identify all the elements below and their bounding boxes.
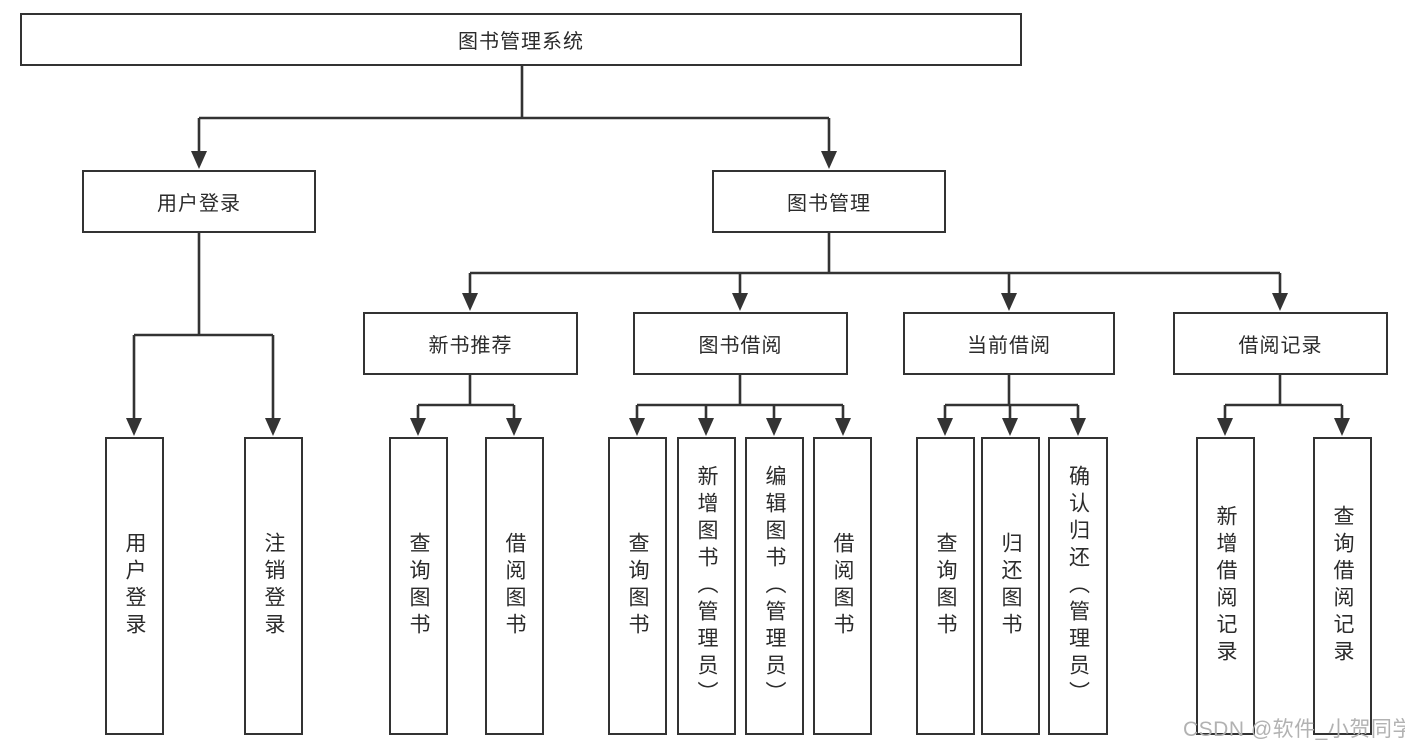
leaf-edit-books-admin: 编辑图书（管理员） <box>745 437 804 735</box>
leaf-add-borrow-record: 新增借阅记录 <box>1196 437 1255 735</box>
node-book-borrowing: 图书借阅 <box>633 312 848 375</box>
csdn-watermark: CSDN @软件_小贺同学 <box>1183 718 1405 741</box>
leaf-borrow-books-recommend: 借阅图书 <box>485 437 544 735</box>
node-current-borrowing: 当前借阅 <box>903 312 1115 375</box>
node-library-management-system: 图书管理系统 <box>20 13 1022 66</box>
leaf-search-books-current: 查询图书 <box>916 437 975 735</box>
leaf-add-books-admin: 新增图书（管理员） <box>677 437 736 735</box>
leaf-search-borrow-record: 查询借阅记录 <box>1313 437 1372 735</box>
node-user-login: 用户登录 <box>82 170 316 233</box>
leaf-search-books-recommend: 查询图书 <box>389 437 448 735</box>
node-borrowing-records: 借阅记录 <box>1173 312 1388 375</box>
node-new-book-recommendation: 新书推荐 <box>363 312 578 375</box>
leaf-borrow-books-borrowing: 借阅图书 <box>813 437 872 735</box>
leaf-return-books: 归还图书 <box>981 437 1040 735</box>
tree-connector-paths <box>132 66 1344 420</box>
leaf-confirm-return-admin: 确认归还（管理员） <box>1048 437 1108 735</box>
leaf-user-login: 用户登录 <box>105 437 164 735</box>
leaf-logout: 注销登录 <box>244 437 303 735</box>
arrowhead-triangles <box>126 151 1350 436</box>
node-book-management: 图书管理 <box>712 170 946 233</box>
leaf-search-books-borrowing: 查询图书 <box>608 437 667 735</box>
